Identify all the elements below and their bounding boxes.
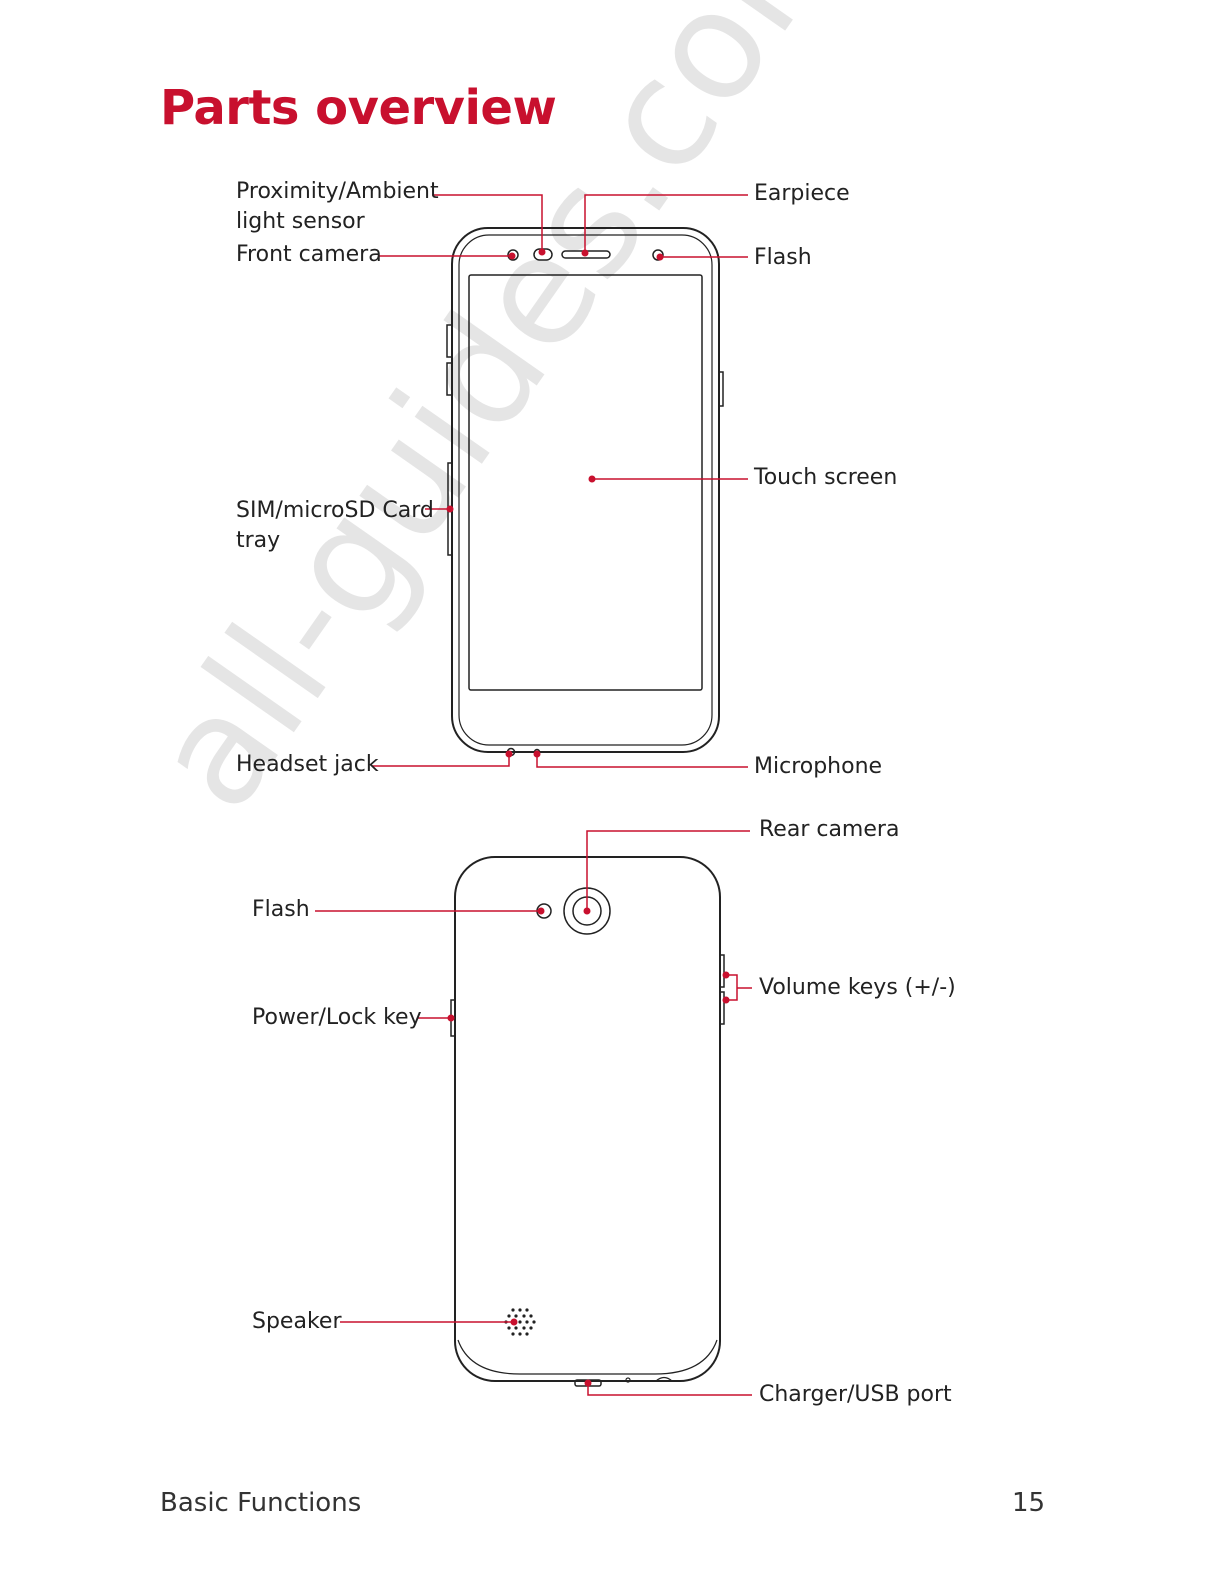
leader-lines [315, 195, 752, 1395]
label-microphone: Microphone [754, 752, 882, 782]
footer-section: Basic Functions [160, 1488, 361, 1518]
label-earpiece: Earpiece [754, 179, 850, 209]
front-phone [447, 228, 723, 756]
back-phone [451, 857, 724, 1386]
label-sim-line2: tray [236, 528, 280, 553]
label-rear-camera: Rear camera [759, 815, 899, 845]
label-proximity-line1: Proximity/Ambient [236, 179, 439, 204]
label-front-camera: Front camera [236, 240, 382, 270]
label-front-flash: Flash [754, 243, 812, 273]
label-back-flash: Flash [252, 895, 310, 925]
leader-dots [447, 249, 730, 1387]
label-proximity-sensor: Proximity/Ambient light sensor [236, 177, 439, 237]
label-sim-tray: SIM/microSD Card tray [236, 496, 434, 556]
label-power-key: Power/Lock key [252, 1003, 422, 1033]
label-headset-jack: Headset jack [236, 750, 379, 780]
label-touch-screen: Touch screen [754, 463, 897, 493]
label-sim-line1: SIM/microSD Card [236, 498, 434, 523]
label-charger-port: Charger/USB port [759, 1380, 952, 1410]
page-number: 15 [1012, 1488, 1045, 1518]
label-speaker: Speaker [252, 1307, 341, 1337]
label-proximity-line2: light sensor [236, 209, 365, 234]
label-volume-keys: Volume keys (+/-) [759, 973, 956, 1003]
